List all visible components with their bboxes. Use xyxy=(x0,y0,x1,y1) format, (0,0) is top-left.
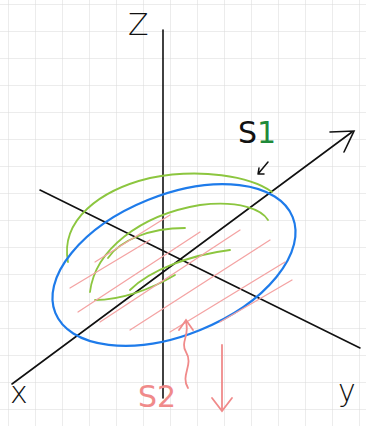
surface-label: S2 xyxy=(138,382,176,412)
axis-label: y xyxy=(338,376,356,406)
surface-label: S1 xyxy=(238,118,276,148)
axis-label: Z xyxy=(128,10,149,40)
axis-label: x xyxy=(10,378,28,408)
